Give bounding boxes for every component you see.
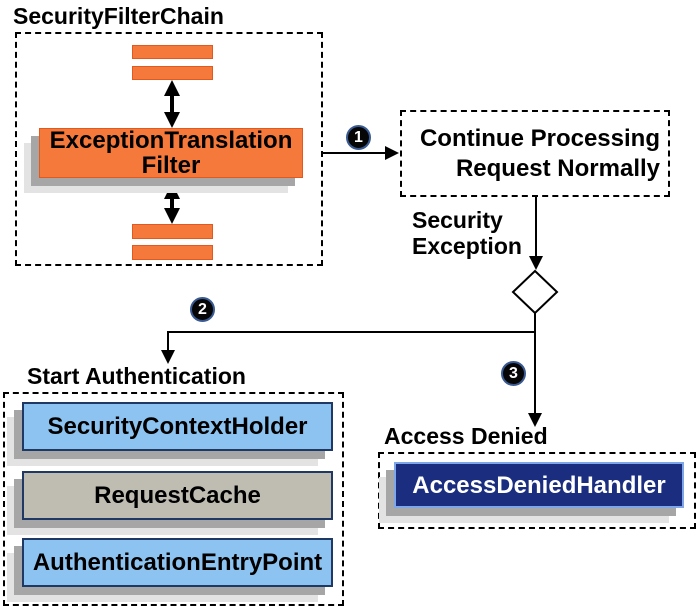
security-exception-label-line2: Exception bbox=[412, 233, 522, 259]
access-denied-box bbox=[378, 452, 696, 529]
continue-processing-box: Continue Processing Request Normally bbox=[400, 110, 670, 197]
step-3-badge: 3 bbox=[501, 361, 526, 386]
step-2-badge: 2 bbox=[190, 297, 215, 322]
filter-bar-2 bbox=[132, 66, 213, 80]
security-exception-label-line1: Security bbox=[412, 207, 503, 233]
security-filter-chain-box bbox=[15, 32, 323, 266]
continue-processing-line2: Request Normally bbox=[455, 154, 660, 182]
exception-translation-filter-label-line1: ExceptionTranslation bbox=[49, 127, 293, 154]
arrow-security-exception bbox=[529, 197, 543, 270]
access-denied-title: Access Denied bbox=[384, 423, 548, 449]
filter-bar-1 bbox=[132, 45, 213, 59]
start-authentication-title: Start Authentication bbox=[27, 363, 246, 389]
filter-bar-4 bbox=[132, 245, 213, 260]
access-denied-handler-node: AccessDeniedHandler bbox=[394, 462, 684, 508]
arrow-step3 bbox=[528, 332, 542, 427]
filter-bar-3 bbox=[132, 224, 213, 239]
decision-diamond bbox=[511, 269, 559, 315]
security-filter-chain-title: SecurityFilterChain bbox=[13, 3, 224, 29]
start-authentication-box bbox=[3, 392, 344, 606]
security-exception-label: Security Exception bbox=[412, 207, 522, 259]
security-context-holder-node: SecurityContextHolder bbox=[22, 402, 333, 451]
step-1-badge: 1 bbox=[346, 125, 371, 150]
request-cache-node: RequestCache bbox=[22, 471, 333, 520]
authentication-entry-point-node: AuthenticationEntryPoint bbox=[22, 538, 333, 587]
exception-translation-filter-label-line2: Filter bbox=[141, 152, 201, 179]
exception-translation-filter-node: ExceptionTranslation Filter bbox=[39, 128, 303, 178]
arrow-step2 bbox=[161, 313, 536, 364]
continue-processing-line1: Continue Processing bbox=[419, 124, 660, 152]
